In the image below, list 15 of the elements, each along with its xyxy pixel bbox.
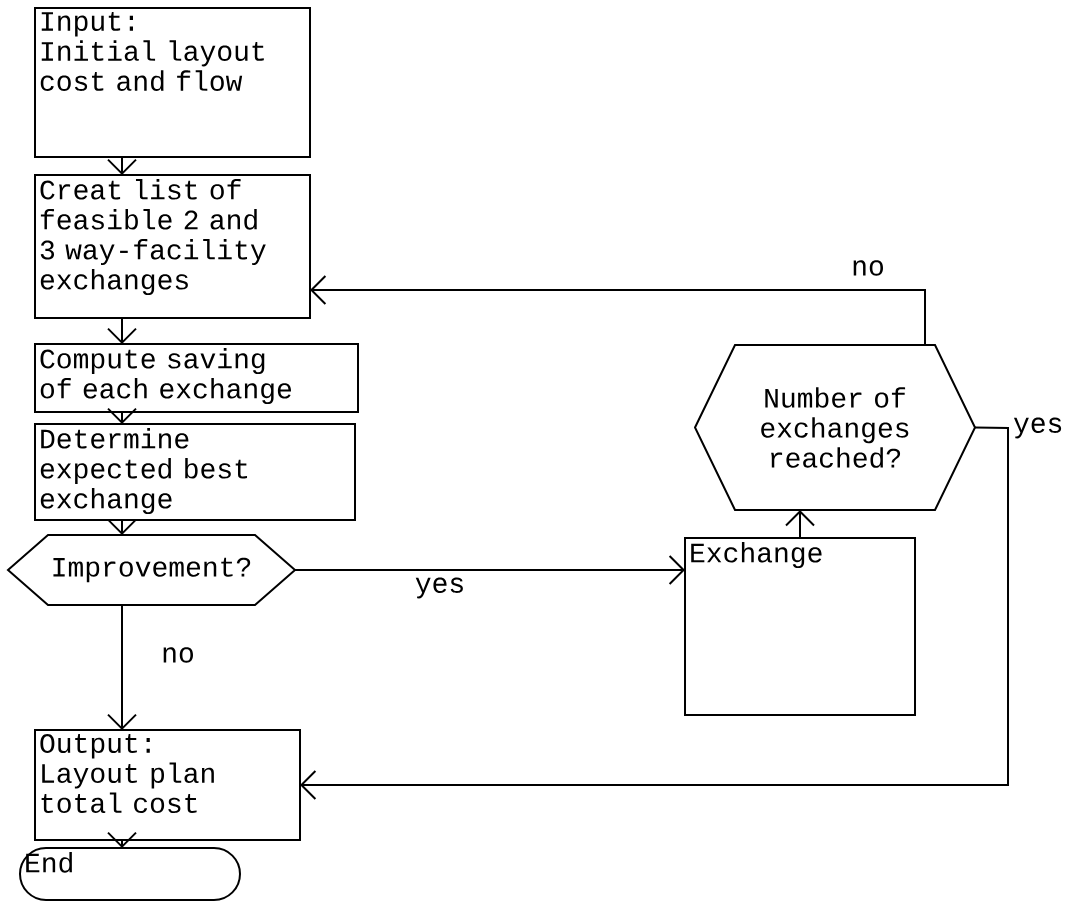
arrow (300, 426, 1009, 800)
process-box: Compute saving of each exchange (34, 343, 359, 413)
process-box: Input: Initial layout cost and flow (34, 7, 311, 158)
edge-label: no (160, 646, 196, 664)
edge-label: no (850, 259, 886, 277)
terminal-box: End (19, 847, 241, 901)
arrow (294, 555, 685, 585)
arrow (107, 604, 137, 730)
process-box: Determine expected best exchange (34, 423, 356, 521)
process-box: Creat list of feasible 2 and 3 way-facility exchanges (34, 174, 311, 319)
arrow (310, 275, 926, 346)
process-box: Output: Layout plan total cost (34, 729, 301, 841)
edge-label: yes (413, 576, 467, 600)
process-box: Exchange (684, 537, 916, 716)
edge-label: yes (1012, 416, 1065, 440)
